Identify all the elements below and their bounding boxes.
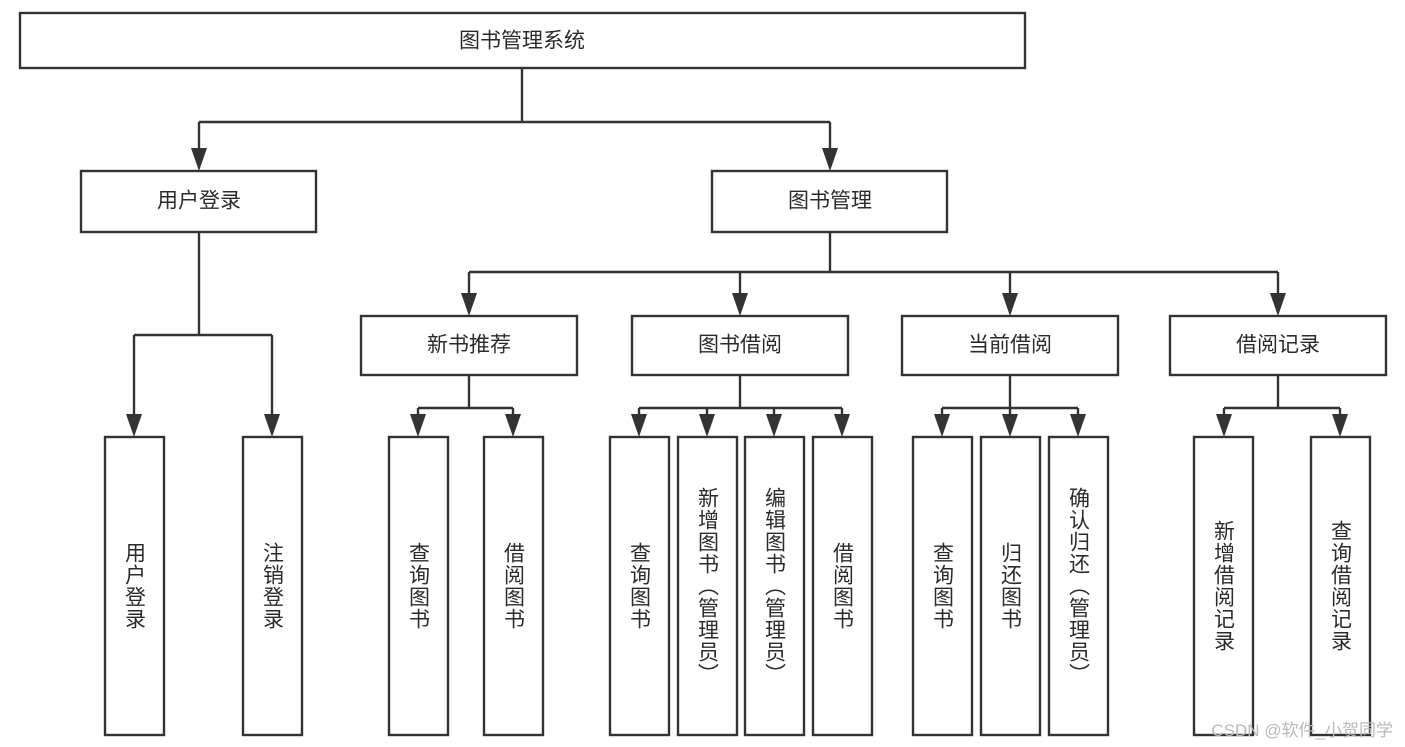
arrow-head-leaf-return-book <box>1002 414 1018 437</box>
arrow-head-book-management <box>822 148 838 171</box>
arrow-head-leaf-add-book <box>699 414 715 437</box>
connector-group-borrow-record <box>1216 375 1348 437</box>
arrow-head-leaf-add-record <box>1216 414 1232 437</box>
node-borrow-record-label: 借阅记录 <box>1236 334 1320 357</box>
connector-group-book-management <box>461 232 1286 316</box>
node-book-management-label: 图书管理 <box>788 190 872 213</box>
node-leaf-query-book-2-label: 查询图书 <box>628 542 652 630</box>
node-new-book-recommend-label: 新书推荐 <box>427 334 511 357</box>
node-leaf-query-book-2[interactable]: 查询图书 <box>608 435 671 737</box>
node-leaf-borrow-book-2[interactable]: 借阅图书 <box>811 435 874 737</box>
node-leaf-edit-book-label: 编辑图书（管理员） <box>763 487 787 685</box>
node-leaf-add-book-box[interactable] <box>676 435 739 737</box>
arrow-head-leaf-borrow-book-1 <box>505 414 521 437</box>
node-leaf-add-record-box[interactable] <box>1192 435 1255 737</box>
node-current-borrow-label: 当前借阅 <box>968 334 1052 357</box>
node-leaf-user-logout-label: 注销登录 <box>261 542 285 630</box>
arrow-head-leaf-query-book-3 <box>934 414 950 437</box>
arrow-head-leaf-edit-book <box>766 414 782 437</box>
arrow-head-borrow-record <box>1270 293 1286 316</box>
node-leaf-return-book[interactable]: 归还图书 <box>979 435 1042 737</box>
node-leaf-add-book[interactable]: 新增图书（管理员） <box>676 435 739 737</box>
node-leaf-query-book-1[interactable]: 查询图书 <box>387 435 450 737</box>
node-leaf-add-book-label: 新增图书（管理员） <box>696 487 720 685</box>
node-leaf-query-book-3-box[interactable] <box>911 435 974 737</box>
node-new-book-recommend[interactable]: 新书推荐 <box>359 314 579 377</box>
node-leaf-borrow-book-1-label: 借阅图书 <box>502 542 526 630</box>
node-leaf-user-login-box[interactable] <box>103 435 166 737</box>
node-leaf-query-book-1-box[interactable] <box>387 435 450 737</box>
node-borrow-record[interactable]: 借阅记录 <box>1168 314 1388 377</box>
node-leaf-add-record[interactable]: 新增借阅记录 <box>1192 435 1255 737</box>
node-leaf-user-logout-box[interactable] <box>241 435 304 737</box>
node-root-box[interactable] <box>18 11 1027 70</box>
node-root[interactable]: 图书管理系统 <box>18 11 1027 70</box>
node-leaf-user-login[interactable]: 用户登录 <box>103 435 166 737</box>
arrow-head-leaf-borrow-book-2 <box>834 414 850 437</box>
connector-group-current-borrow <box>934 375 1086 437</box>
node-user-login[interactable]: 用户登录 <box>79 169 318 234</box>
node-book-borrow-box[interactable] <box>630 314 850 377</box>
node-leaf-return-book-label: 归还图书 <box>999 542 1023 630</box>
node-leaf-confirm-return-label: 确认归还（管理员） <box>1067 487 1091 685</box>
arrow-head-leaf-user-logout <box>264 414 280 437</box>
node-leaf-query-record-box[interactable] <box>1309 435 1372 737</box>
node-current-borrow[interactable]: 当前借阅 <box>900 314 1120 377</box>
node-leaf-edit-book[interactable]: 编辑图书（管理员） <box>743 435 806 737</box>
connector-group-root <box>191 68 838 171</box>
arrow-head-leaf-user-login <box>126 414 142 437</box>
connector-group-new-book-recommend <box>410 375 521 437</box>
node-book-management[interactable]: 图书管理 <box>710 169 949 234</box>
connector-group-user-login <box>126 232 280 437</box>
arrow-head-leaf-query-book-1 <box>410 414 426 437</box>
arrow-head-leaf-query-record <box>1332 414 1348 437</box>
node-borrow-record-box[interactable] <box>1168 314 1388 377</box>
node-leaf-add-record-label: 新增借阅记录 <box>1212 520 1236 652</box>
node-leaf-query-book-3[interactable]: 查询图书 <box>911 435 974 737</box>
node-leaf-borrow-book-1-box[interactable] <box>482 435 545 737</box>
node-leaf-query-book-2-box[interactable] <box>608 435 671 737</box>
node-leaf-query-book-1-label: 查询图书 <box>407 542 431 630</box>
node-leaf-return-book-box[interactable] <box>979 435 1042 737</box>
connector-group-book-borrow <box>631 375 850 437</box>
node-root-label: 图书管理系统 <box>459 30 585 53</box>
arrow-head-leaf-confirm-return <box>1070 414 1086 437</box>
node-book-borrow[interactable]: 图书借阅 <box>630 314 850 377</box>
node-leaf-query-book-3-label: 查询图书 <box>931 542 955 630</box>
arrow-head-leaf-query-book-2 <box>631 414 647 437</box>
arrow-head-user-login <box>191 148 207 171</box>
node-leaf-query-record-label: 查询借阅记录 <box>1329 520 1353 652</box>
node-new-book-recommend-box[interactable] <box>359 314 579 377</box>
node-user-login-box[interactable] <box>79 169 318 234</box>
node-leaf-user-logout[interactable]: 注销登录 <box>241 435 304 737</box>
node-book-management-box[interactable] <box>710 169 949 234</box>
node-leaf-confirm-return[interactable]: 确认归还（管理员） <box>1047 435 1110 737</box>
node-leaf-user-login-label: 用户登录 <box>123 542 147 630</box>
node-leaf-borrow-book-1[interactable]: 借阅图书 <box>482 435 545 737</box>
node-leaf-borrow-book-2-label: 借阅图书 <box>831 542 855 630</box>
arrow-head-new-book-recommend <box>461 293 477 316</box>
arrow-head-current-borrow <box>1002 293 1018 316</box>
node-current-borrow-box[interactable] <box>900 314 1120 377</box>
node-book-borrow-label: 图书借阅 <box>698 334 782 357</box>
node-leaf-borrow-book-2-box[interactable] <box>811 435 874 737</box>
node-user-login-label: 用户登录 <box>157 190 241 213</box>
arrow-head-book-borrow <box>732 293 748 316</box>
node-leaf-edit-book-box[interactable] <box>743 435 806 737</box>
node-leaf-confirm-return-box[interactable] <box>1047 435 1110 737</box>
node-leaf-query-record[interactable]: 查询借阅记录 <box>1309 435 1372 737</box>
